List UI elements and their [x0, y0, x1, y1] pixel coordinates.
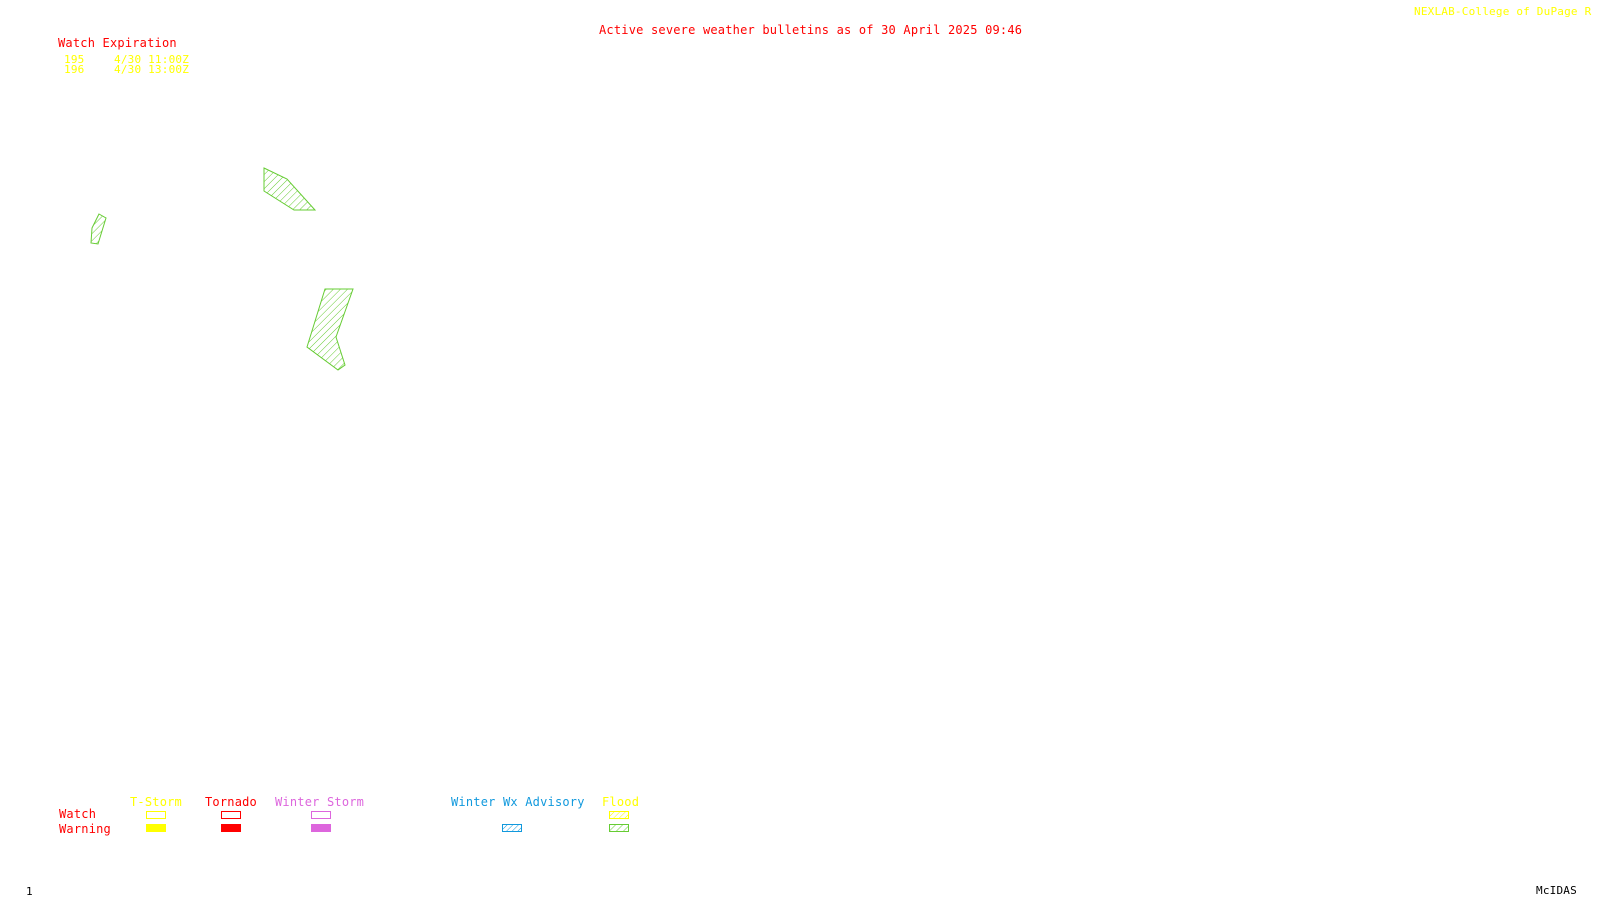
tornado-warning-swatch: [221, 824, 241, 832]
watch-expiration: 4/30 13:00Z: [114, 63, 190, 76]
watch-expiration: 4/30 11:00Z: [114, 53, 190, 66]
flood-warning-polygon: [306, 288, 354, 371]
winter-wx-advisory-warning-swatch: [502, 824, 522, 832]
mcidas-label: McIDAS: [1536, 884, 1577, 897]
tornado-watch-swatch: [221, 811, 241, 819]
winter-storm-watch-swatch: [311, 811, 331, 819]
legend-tstorm-label: T-Storm: [130, 795, 182, 809]
watch-number: 195: [64, 53, 85, 66]
legend-winter-storm-label: Winter Storm: [275, 795, 365, 809]
flood-warning-polygon: [263, 167, 317, 211]
source-credit: NEXLAB-College of DuPage R: [1414, 5, 1592, 18]
legend-tornado-label: Tornado: [205, 795, 257, 809]
legend-watch-label: Watch: [59, 807, 97, 821]
flood-warning-swatch: [609, 824, 629, 832]
legend-winter-wx-advisory-label: Winter Wx Advisory: [451, 795, 585, 809]
flood-warning-polygon: [90, 213, 107, 245]
flood-watch-swatch: [609, 811, 629, 819]
tstorm-warning-swatch: [146, 824, 166, 832]
frame-number: 1: [26, 885, 33, 898]
watch-table-header: Watch Expiration: [58, 36, 177, 50]
bulletin-title: Active severe weather bulletins as of 30…: [599, 23, 1023, 37]
watch-number: 196: [64, 63, 85, 76]
legend-warning-label: Warning: [59, 822, 111, 836]
winter-storm-warning-swatch: [311, 824, 331, 832]
legend-flood-label: Flood: [602, 795, 640, 809]
tstorm-watch-swatch: [146, 811, 166, 819]
